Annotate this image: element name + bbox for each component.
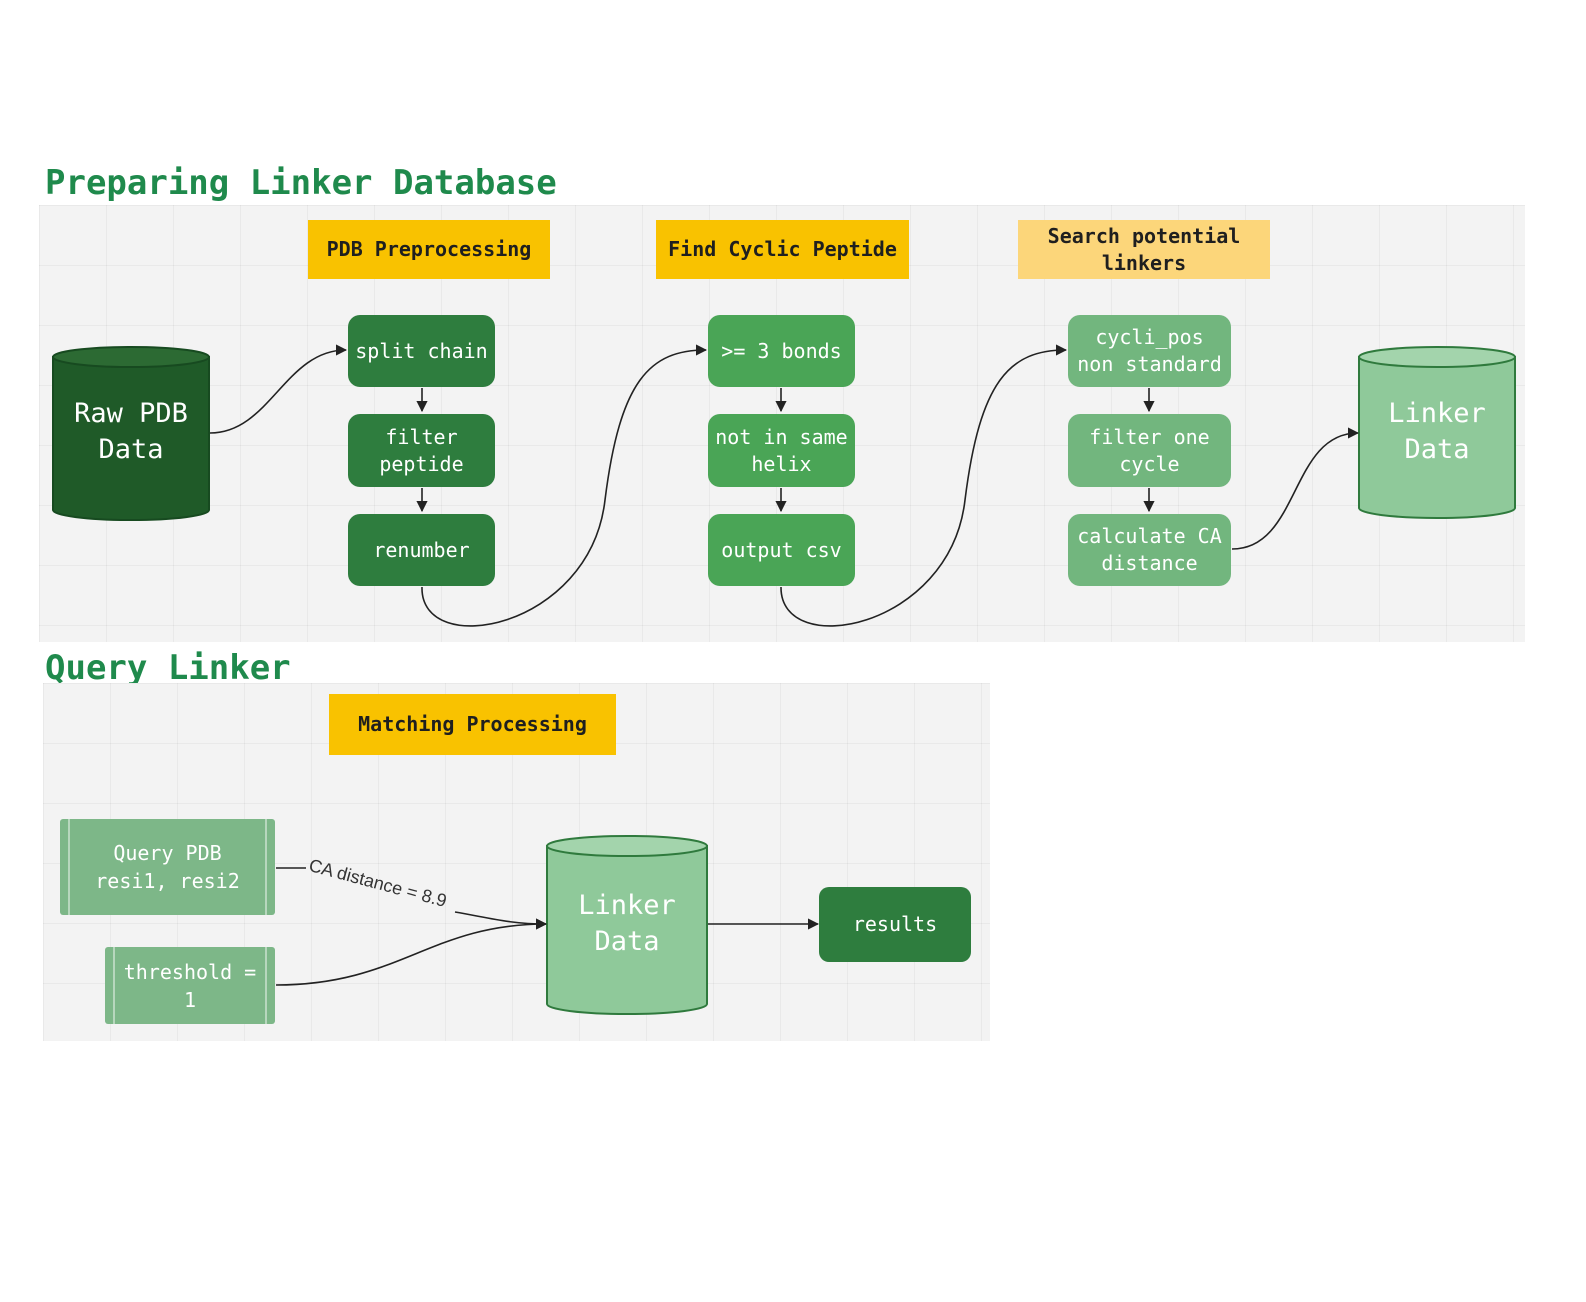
linker-data-label: Linker Data (1388, 397, 1486, 465)
input-threshold: threshold = 1 (105, 947, 275, 1024)
node-split-chain: split chain (348, 315, 495, 387)
section-title-preparing: Preparing Linker Database (45, 163, 557, 203)
node-calc-ca-distance: calculate CA distance (1068, 514, 1231, 586)
input-query-pdb: Query PDB resi1, resi2 (60, 819, 275, 915)
node-output-csv: output csv (708, 514, 855, 586)
stage-matching-processing: Matching Processing (329, 694, 616, 755)
node-results: results (819, 887, 971, 962)
query-linker-data-label: Linker Data (578, 889, 676, 957)
stage-search-potential-linkers: Search potential linkers (1018, 220, 1270, 279)
node-cycli-pos: cycli_pos non standard (1068, 315, 1231, 387)
node-filter-one-cycle: filter one cycle (1068, 414, 1231, 487)
stage-pdb-preprocessing: PDB Preprocessing (308, 220, 550, 279)
node-filter-peptide: filter peptide (348, 414, 495, 487)
section-title-query: Query Linker (45, 648, 291, 688)
node-not-same-helix: not in same helix (708, 414, 855, 487)
raw-pdb-data-label: Raw PDB Data (74, 397, 188, 465)
node-renumber: renumber (348, 514, 495, 586)
stage-find-cyclic-peptide: Find Cyclic Peptide (656, 220, 909, 279)
node-bonds: >= 3 bonds (708, 315, 855, 387)
